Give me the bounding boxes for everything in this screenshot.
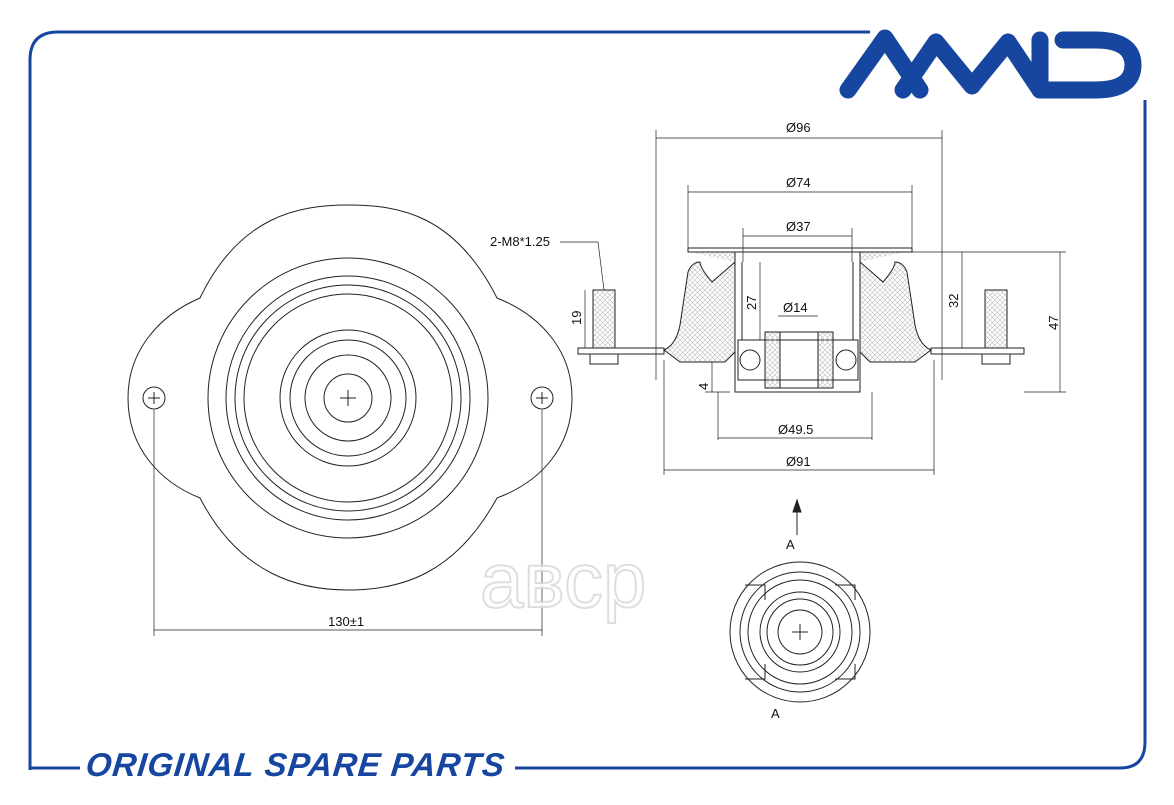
mount-flange-outline [127, 204, 573, 591]
dim-od49-5: Ø49.5 [778, 422, 813, 437]
footer-tagline: ORIGINAL SPARE PARTS [84, 746, 508, 783]
dim-bolt-spacing: 130±1 [328, 614, 364, 629]
view-a-label: A [771, 706, 780, 721]
dim-h47: 47 [1046, 316, 1061, 330]
bolt-hole-right [530, 386, 554, 410]
dim-od14: Ø14 [783, 300, 808, 315]
bearing [737, 339, 859, 381]
dim-h4: 4 [696, 383, 711, 390]
rubber-body-left [663, 251, 736, 363]
dim-od37: Ø37 [786, 219, 811, 234]
view-arrow-label: A [786, 537, 795, 552]
top-view [127, 204, 573, 636]
thread-callout: 2-M8*1.25 [490, 234, 550, 249]
bolt-left [592, 289, 616, 349]
dim-od96: Ø96 [786, 120, 811, 135]
dim-od74: Ø74 [786, 175, 811, 190]
rubber-body-right [859, 251, 932, 363]
sheet-frame [28, 30, 1147, 770]
dim-od91: Ø91 [786, 454, 811, 469]
view-a [729, 561, 871, 703]
amd-logo [839, 29, 1142, 99]
dim-h19: 19 [569, 311, 584, 325]
bolt-right [984, 289, 1008, 349]
dim-h27: 27 [744, 296, 759, 310]
bolt-hole-left [142, 386, 166, 410]
dim-h32: 32 [946, 294, 961, 308]
section-view [560, 130, 1066, 535]
watermark-text: авср [479, 536, 647, 624]
outer-ring [207, 257, 489, 539]
